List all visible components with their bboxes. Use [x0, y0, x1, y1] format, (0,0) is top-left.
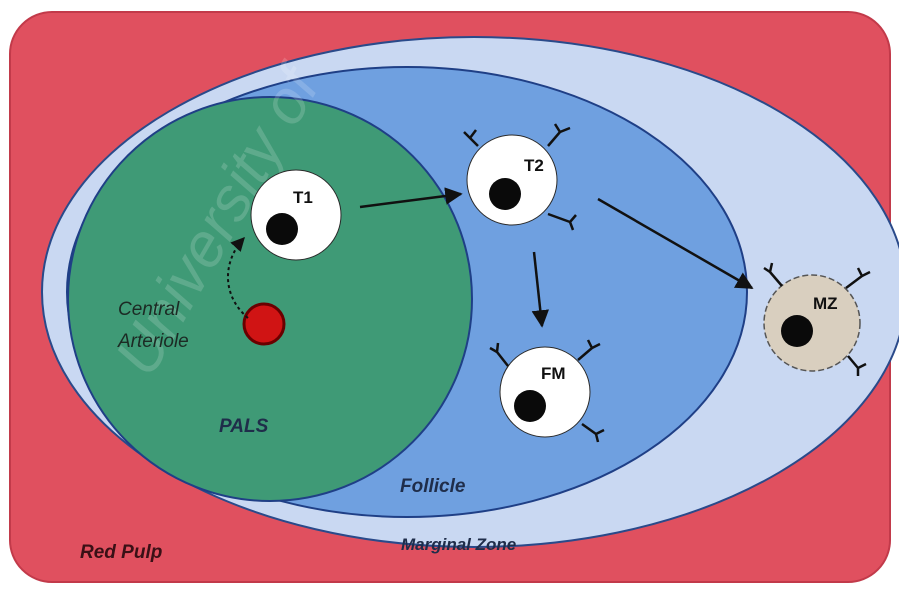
central-arteriole-label-line1: Central [118, 299, 180, 320]
follicle-label: Follicle [400, 476, 466, 497]
central-arteriole-label-line2: Arteriole [117, 331, 189, 352]
fm-cell-body [500, 347, 590, 437]
central-arteriole [244, 304, 284, 344]
t1-label: T1 [293, 188, 313, 207]
mz-cell-body [764, 275, 860, 371]
t2-label: T2 [524, 156, 544, 175]
fm-label: FM [541, 364, 566, 383]
pals-label: PALS [219, 416, 269, 437]
mz-nucleus [781, 315, 813, 347]
t1-nucleus [266, 213, 298, 245]
t1-cell [251, 170, 341, 260]
red-pulp-label: Red Pulp [80, 542, 162, 563]
marginal-zone-label: Marginal Zone [401, 535, 516, 554]
mz-label: MZ [813, 294, 838, 313]
t2-nucleus [489, 178, 521, 210]
t1-cell-body [251, 170, 341, 260]
fm-nucleus [514, 390, 546, 422]
